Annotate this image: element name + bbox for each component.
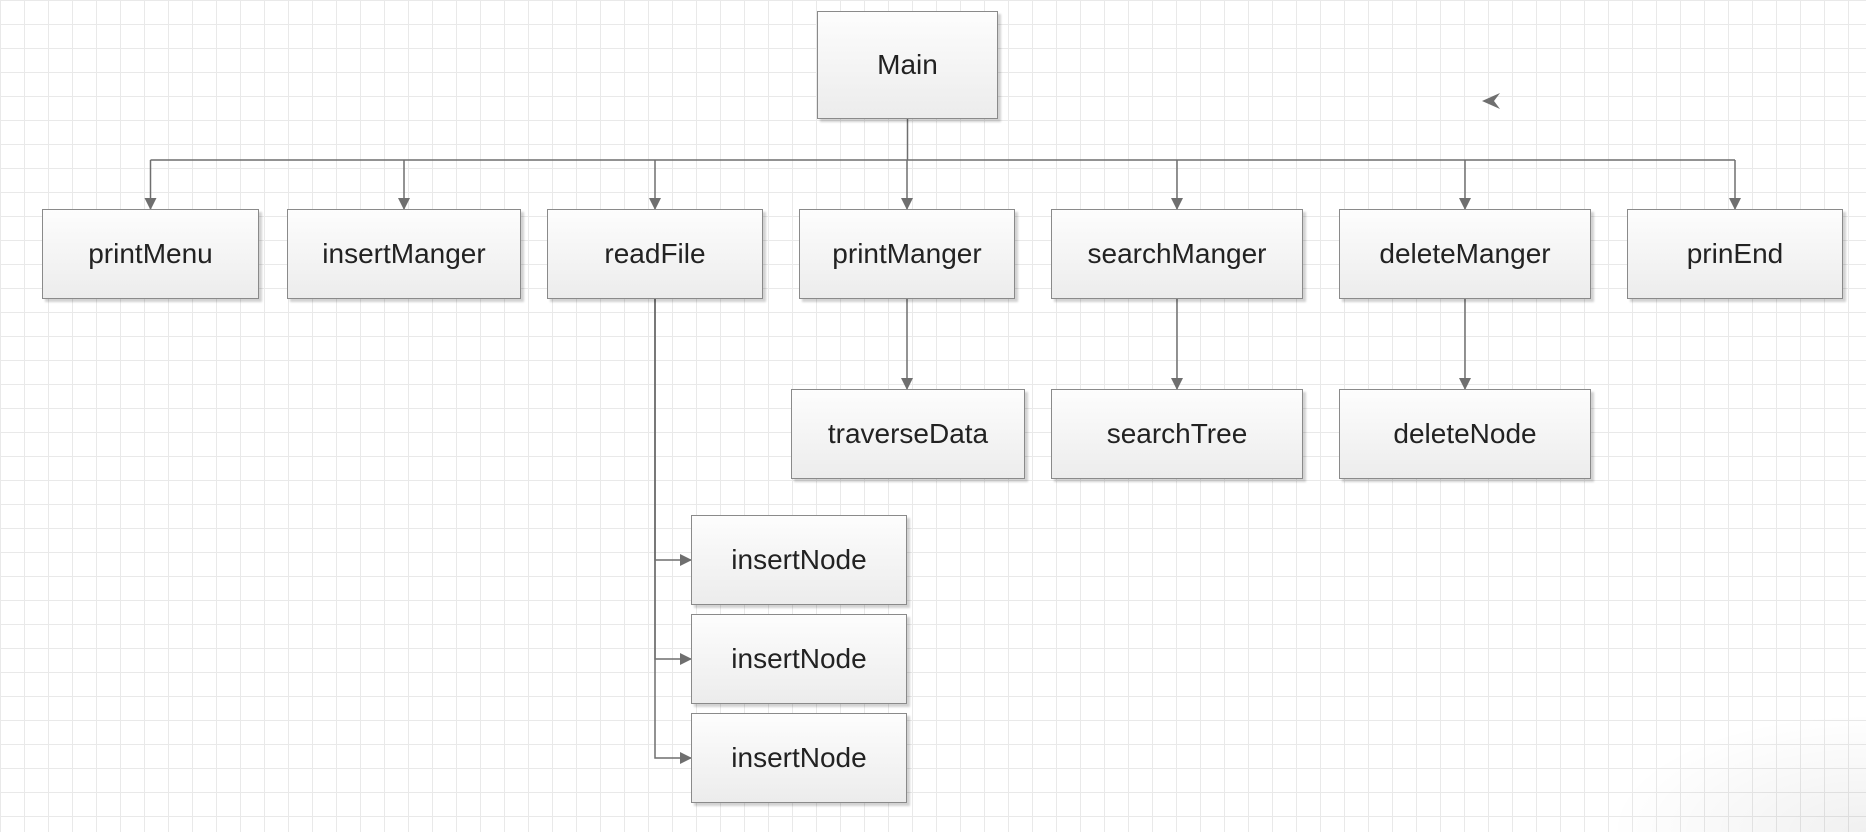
node-insertNode-3[interactable]: insertNode	[691, 713, 907, 803]
node-label: searchManger	[1087, 238, 1267, 269]
node-deleteNode[interactable]: deleteNode	[1339, 389, 1591, 479]
node-traverseData[interactable]: traverseData	[791, 389, 1025, 479]
node-insertNode-2[interactable]: insertNode	[691, 614, 907, 704]
node-label: deleteNode	[1393, 418, 1537, 449]
canvas-corner-shade	[1606, 712, 1866, 832]
node-label: prinEnd	[1686, 238, 1784, 269]
node-label: Main	[877, 49, 938, 80]
node-label: traverseData	[827, 418, 989, 449]
node-label: insertNode	[731, 544, 867, 575]
node-label: deleteManger	[1379, 238, 1551, 269]
node-insertManger[interactable]: insertManger	[287, 209, 521, 299]
node-label: searchTree	[1106, 418, 1248, 449]
node-prinEnd[interactable]: prinEnd	[1627, 209, 1843, 299]
connector-readFile-insertNode1	[654, 299, 692, 566]
node-printManger[interactable]: printManger	[799, 209, 1015, 299]
node-label: insertNode	[731, 643, 867, 674]
node-readFile[interactable]: readFile	[547, 209, 763, 299]
node-searchManger[interactable]: searchManger	[1051, 209, 1303, 299]
connector-readFile-insertNode2	[654, 299, 692, 665]
node-printMenu[interactable]: printMenu	[42, 209, 259, 299]
node-insertNode-1[interactable]: insertNode	[691, 515, 907, 605]
connector-readFile-insertNode3	[654, 299, 692, 764]
node-label: insertNode	[731, 742, 867, 773]
node-deleteManger[interactable]: deleteManger	[1339, 209, 1591, 299]
node-label: printMenu	[88, 238, 213, 269]
node-label: printManger	[832, 238, 982, 269]
node-label: insertManger	[322, 238, 486, 269]
node-main[interactable]: Main	[817, 11, 998, 119]
node-searchTree[interactable]: searchTree	[1051, 389, 1303, 479]
arrow-pointer-icon	[1482, 93, 1500, 109]
node-label: readFile	[604, 238, 706, 269]
